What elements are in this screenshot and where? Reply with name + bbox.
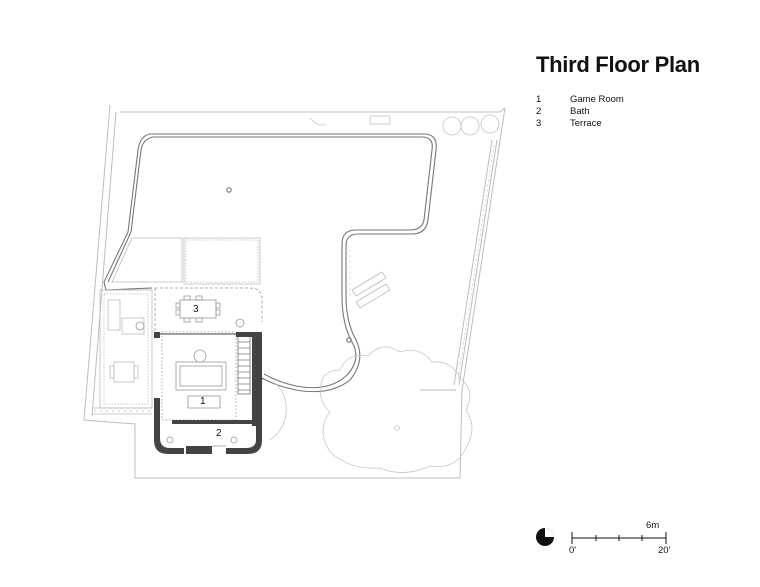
legend-label: Bath [570, 106, 590, 117]
room-label-bath: 2 [216, 428, 222, 439]
scale-imperial-label: 20' [658, 545, 671, 556]
scale-zero-label: 0' [569, 545, 577, 556]
roof-deck [111, 237, 261, 285]
legend-item: 1 Game Room [536, 94, 624, 106]
site-boundary [83, 104, 506, 479]
bath-fixtures [166, 436, 238, 447]
legend: 1 Game Room 2 Bath 3 Terrace [536, 94, 624, 130]
legend-label: Game Room [570, 94, 624, 105]
room-label-terrace: 3 [193, 304, 199, 315]
roof-outline [103, 133, 437, 393]
terrace-area [135, 287, 263, 332]
legend-number: 1 [536, 94, 542, 105]
hedge-row [457, 144, 495, 381]
top-shrubs [309, 114, 500, 136]
scale-metric-label: 6m [646, 520, 660, 531]
north-arrow-icon [536, 528, 554, 546]
west-patio [92, 289, 153, 415]
lounge-chairs [349, 250, 391, 309]
legend-number: 3 [536, 118, 542, 129]
legend-item: 2 Bath [536, 106, 624, 118]
page-title: Third Floor Plan [536, 52, 700, 77]
stair [237, 335, 251, 395]
room-label-game-room: 1 [200, 396, 206, 407]
scale-bar [571, 532, 667, 544]
legend-label: Terrace [570, 118, 602, 129]
tree-canopy [269, 346, 473, 473]
structural-walls [154, 332, 262, 454]
legend-number: 2 [536, 106, 542, 117]
legend-item: 3 Terrace [536, 118, 624, 130]
game-room [154, 331, 260, 421]
